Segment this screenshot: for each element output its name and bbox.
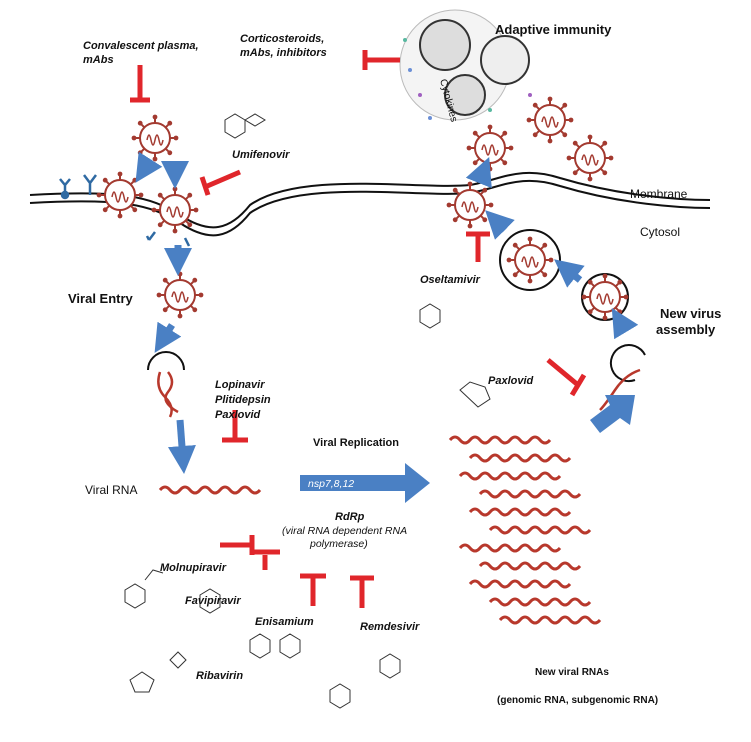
viral-rna-label: Viral RNA xyxy=(85,483,137,497)
convalescent-label: Convalescent plasma, xyxy=(83,40,199,52)
viral-rna-strand xyxy=(158,485,262,495)
flow-arrows xyxy=(135,151,639,474)
adaptive-immunity-label: Adaptive immunity xyxy=(495,22,612,37)
virion-released-3 xyxy=(565,133,615,183)
virion-attaching xyxy=(95,170,145,220)
enisamium-label: Enisamium xyxy=(255,616,314,628)
new-viral-rnas xyxy=(448,435,602,625)
new-viral-rnas-label: New viral RNAs xyxy=(535,667,609,678)
uncoating-virion xyxy=(147,351,185,418)
virion-vesicle xyxy=(505,235,555,285)
rdrp-desc-line1: (viral RNA dependent RNA xyxy=(282,525,407,537)
immune-cell-cluster xyxy=(399,9,532,121)
membrane-label: Membrane xyxy=(630,187,688,201)
rdrp-desc-line2: polymerase) xyxy=(309,538,368,550)
inhibitor-bars xyxy=(130,50,587,608)
new-virus-label: New virus xyxy=(660,306,721,321)
virion-released-2 xyxy=(525,95,575,145)
oseltamivir-label: Oseltamivir xyxy=(420,274,481,286)
corticosteroids-line2-label: mAbs, inhibitors xyxy=(240,47,327,59)
assembly-label: assembly xyxy=(656,322,716,337)
ribavirin-label: Ribavirin xyxy=(196,670,243,682)
cytosol-label: Cytosol xyxy=(640,225,680,239)
virion-budding xyxy=(445,180,495,230)
viral-replication-label: Viral Replication xyxy=(313,437,399,449)
umifenovir-label: Umifenovir xyxy=(232,149,290,161)
virion-entering xyxy=(150,185,200,235)
favipiravir-label: Favipiravir xyxy=(185,595,241,607)
mabs-label: mAbs xyxy=(83,54,114,66)
paxlovid-top-label: Paxlovid xyxy=(488,375,534,387)
virion-neutralized xyxy=(130,113,180,163)
plitidepsin-label: Plitidepsin xyxy=(215,394,271,406)
genomic-label: (genomic RNA, subgenomic RNA) xyxy=(497,695,658,706)
lopinavir-label: Lopinavir xyxy=(215,379,265,391)
receptor-icons xyxy=(59,174,191,247)
nsp-label: nsp7,8,12 xyxy=(308,478,354,490)
assembly-arrow xyxy=(590,395,635,433)
corticosteroids-label: Corticosteroids, xyxy=(240,33,324,45)
virion-endosome xyxy=(155,270,205,320)
remdesivir-label: Remdesivir xyxy=(360,621,420,633)
molecule-structures xyxy=(124,113,491,709)
viral-entry-label: Viral Entry xyxy=(68,291,134,306)
paxlovid-label: Paxlovid xyxy=(215,409,261,421)
replication-arrow xyxy=(300,463,430,503)
virion-assembly xyxy=(580,272,630,322)
assembling-virion xyxy=(599,344,646,411)
molnupiravir-label: Molnupiravir xyxy=(160,562,227,574)
virion-released-1 xyxy=(465,123,515,173)
rdrp-label: RdRp xyxy=(335,511,365,523)
